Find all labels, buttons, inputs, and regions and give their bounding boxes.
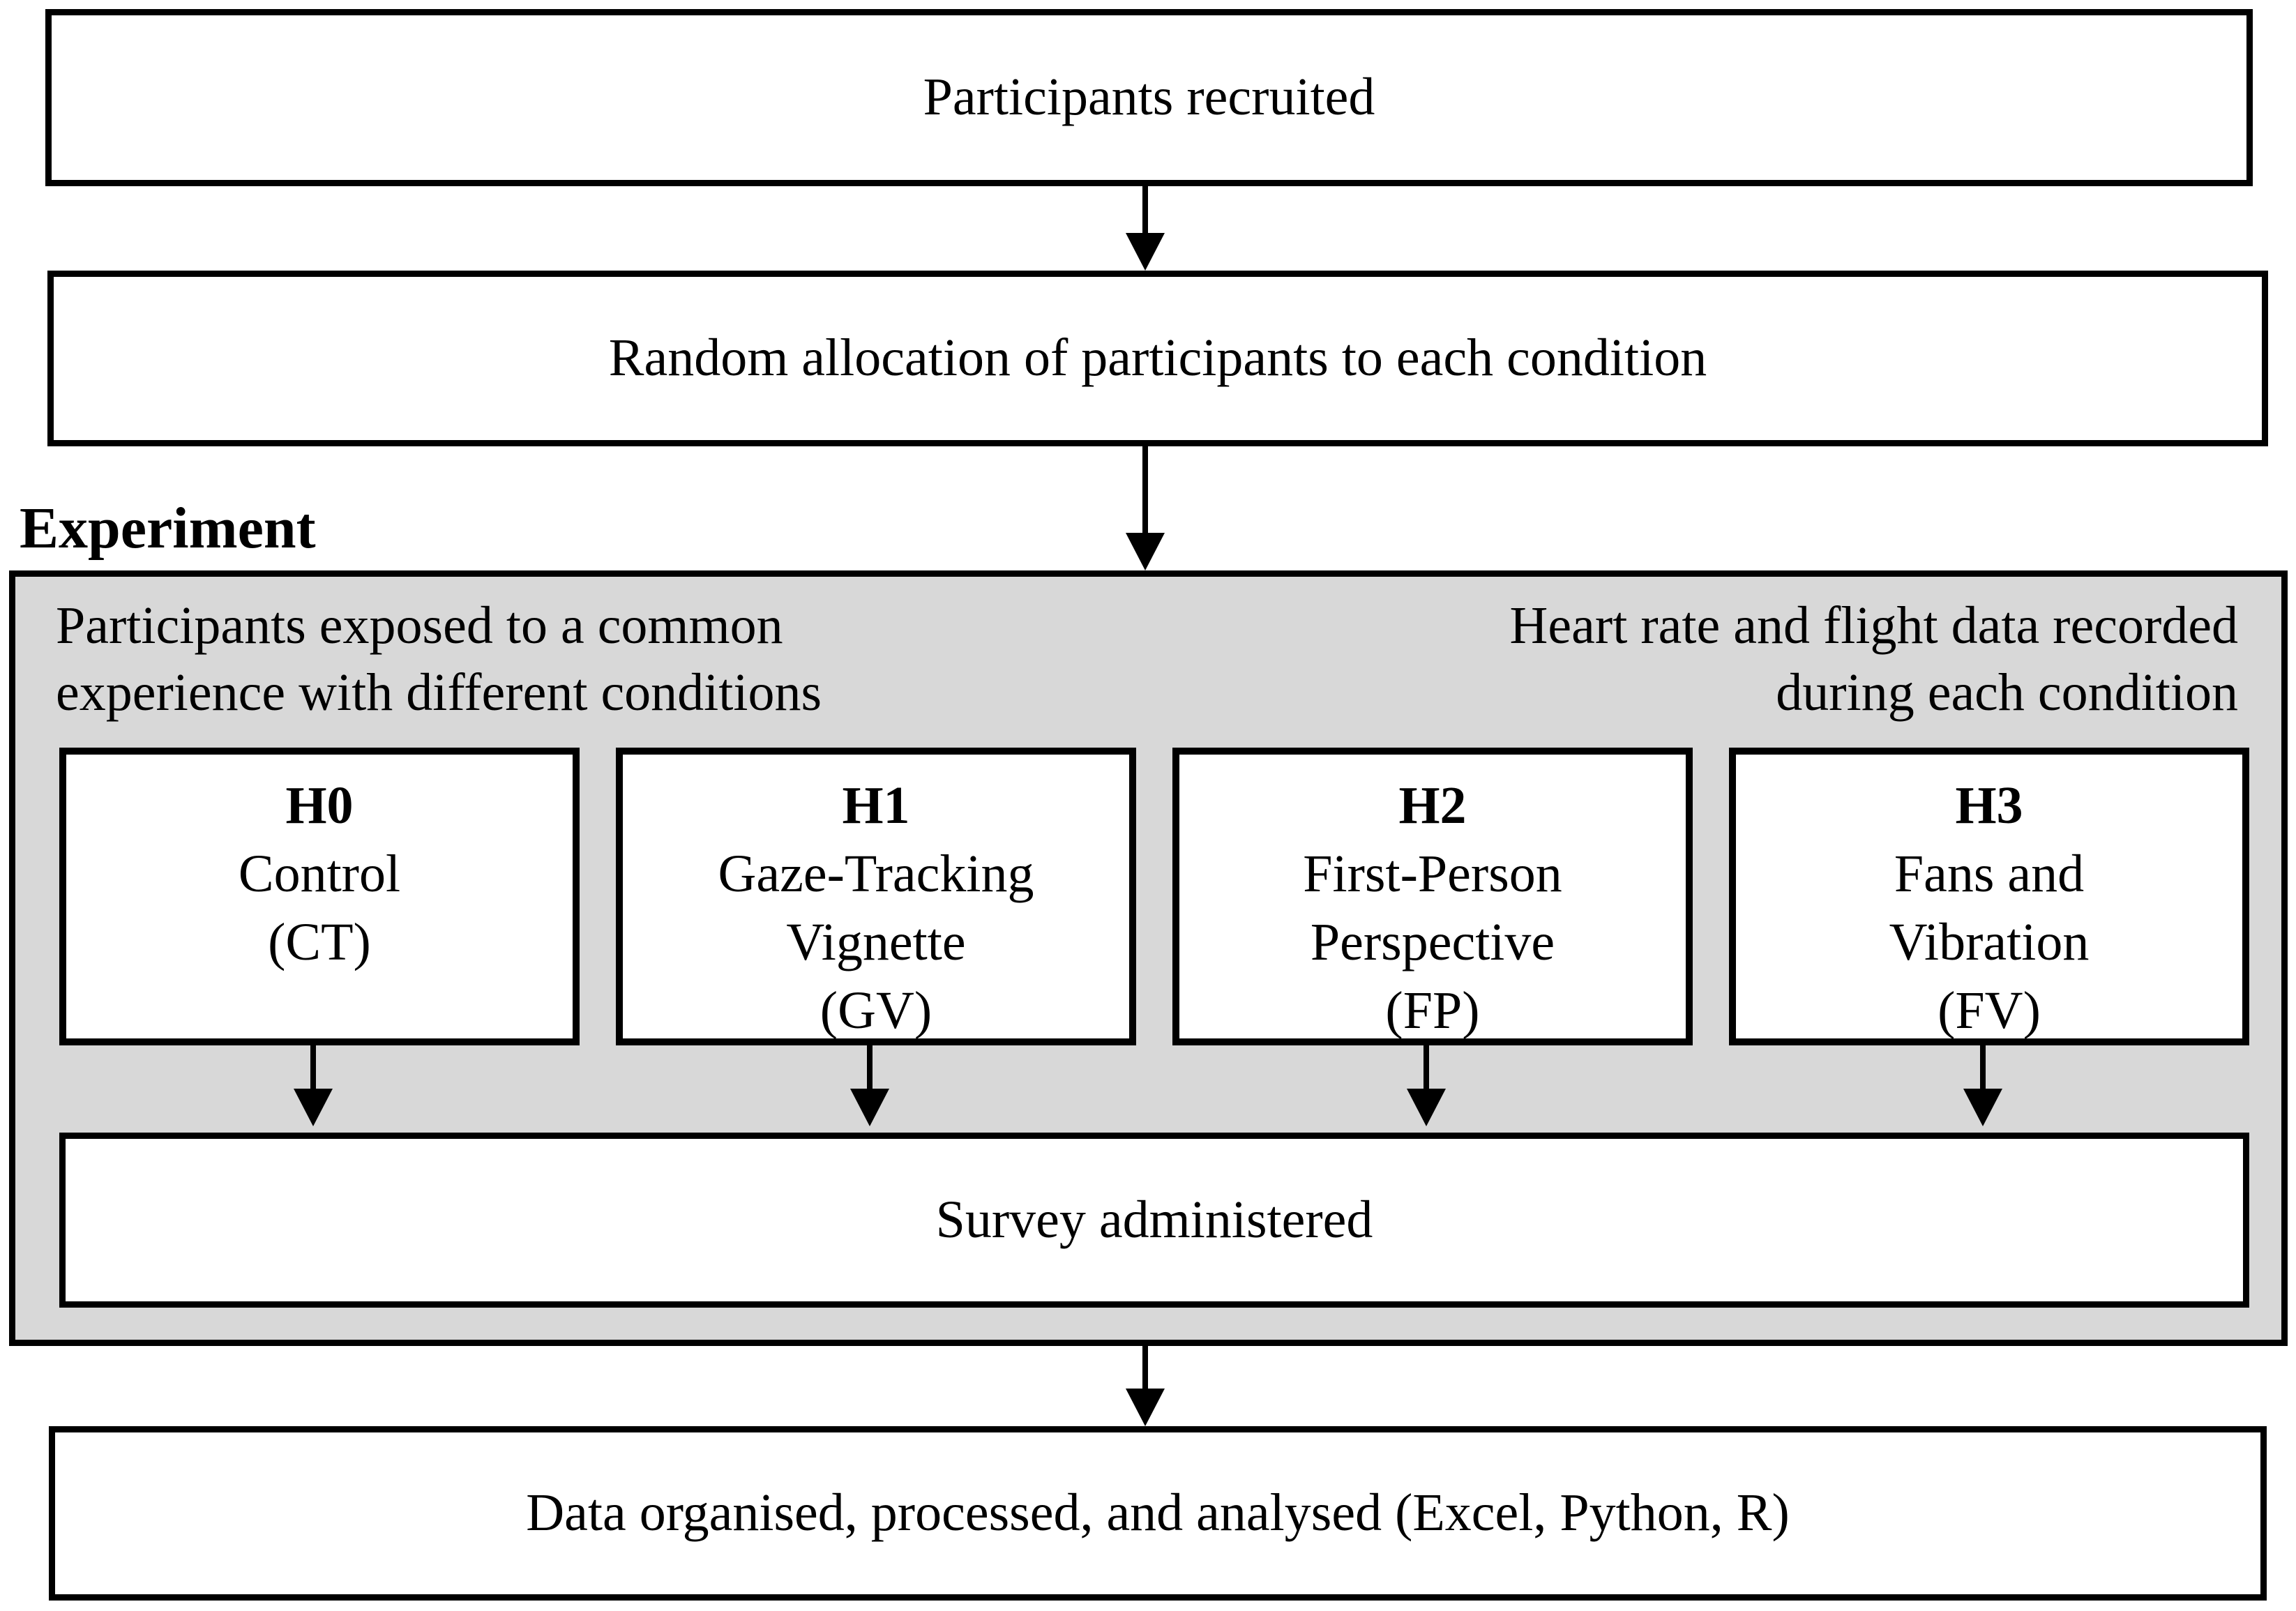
arrow-down-connector <box>1963 1039 2002 1126</box>
condition-line: (CT) <box>268 913 371 971</box>
condition-id-label: H3 <box>1955 776 2023 835</box>
survey-administered-label: Survey administered <box>935 1190 1373 1249</box>
condition-line: First-Person <box>1303 845 1562 903</box>
arrow-head-icon <box>1407 1089 1446 1126</box>
data-analysis-box: Data organised, processed, and analysed … <box>49 1426 2267 1601</box>
condition-line: Control <box>238 845 401 903</box>
arrow-down-connector <box>1126 186 1165 271</box>
arrow-head-icon <box>294 1089 333 1126</box>
arrow-head-icon <box>1126 233 1165 271</box>
arrow-shaft <box>1142 186 1148 233</box>
condition-line: Vignette <box>786 913 966 971</box>
arrow-shaft <box>867 1039 873 1089</box>
condition-line: Gaze-Tracking <box>718 845 1034 903</box>
recording-note-line2: during each condition <box>1776 663 2238 722</box>
arrow-down-connector <box>850 1039 889 1126</box>
condition-box-h2: H2 First-Person Perspective (FP) <box>1172 748 1693 1045</box>
condition-line: (GV) <box>820 981 932 1040</box>
random-allocation-box: Random allocation of participants to eac… <box>47 271 2268 446</box>
survey-administered-box: Survey administered <box>59 1133 2249 1308</box>
recording-note-line1: Heart rate and flight data recorded <box>1509 596 2238 655</box>
exposure-note-line1: Participants exposed to a common <box>56 596 783 655</box>
arrow-shaft <box>1980 1039 1986 1089</box>
arrow-head-icon <box>1963 1089 2002 1126</box>
condition-id-label: H0 <box>285 776 354 835</box>
condition-line: Perspective <box>1310 913 1555 971</box>
condition-box-h0: H0 Control (CT) <box>59 748 580 1045</box>
condition-id-label: H2 <box>1398 776 1467 835</box>
arrow-down-connector <box>1126 446 1165 570</box>
condition-line: Vibration <box>1889 913 2090 971</box>
participants-recruited-label: Participants recruited <box>923 68 1375 127</box>
recording-note: Heart rate and flight data recorded duri… <box>1510 592 2238 726</box>
condition-line: (FP) <box>1385 981 1480 1040</box>
condition-id-label: H1 <box>842 776 910 835</box>
data-analysis-label: Data organised, processed, and analysed … <box>526 1483 1790 1543</box>
arrow-head-icon <box>1126 533 1165 570</box>
arrow-down-connector <box>294 1039 333 1126</box>
experiment-container: Participants exposed to a common experie… <box>9 570 2288 1346</box>
condition-line: Fans and <box>1894 845 2085 903</box>
condition-box-h1: H1 Gaze-Tracking Vignette (GV) <box>616 748 1136 1045</box>
arrow-shaft <box>310 1039 316 1089</box>
exposure-note: Participants exposed to a common experie… <box>56 592 822 726</box>
arrow-down-connector <box>1407 1039 1446 1126</box>
experiment-section-label: Experiment <box>20 496 316 561</box>
arrow-down-connector <box>1126 1346 1165 1426</box>
arrow-shaft <box>1142 446 1148 533</box>
condition-line: (FV) <box>1938 981 2041 1040</box>
random-allocation-label: Random allocation of participants to eac… <box>608 328 1707 388</box>
condition-box-h3: H3 Fans and Vibration (FV) <box>1729 748 2249 1045</box>
participants-recruited-box: Participants recruited <box>45 9 2253 186</box>
arrow-shaft <box>1142 1346 1148 1389</box>
exposure-note-line2: experience with different conditions <box>56 663 822 722</box>
arrow-head-icon <box>850 1089 889 1126</box>
arrow-head-icon <box>1126 1389 1165 1426</box>
arrow-shaft <box>1423 1039 1429 1089</box>
